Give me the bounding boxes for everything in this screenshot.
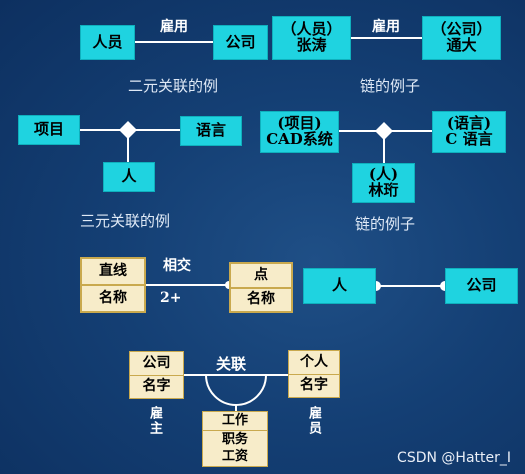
class-line[interactable]: 直线 名称	[80, 257, 146, 313]
link-human-name: 林珩	[368, 181, 399, 199]
link-company-name: 通大	[446, 36, 477, 54]
class-line-name: 直线	[99, 263, 127, 280]
link-class-attr-salary: 工资	[221, 449, 248, 465]
ternary-caption: 三元关联的例	[80, 212, 171, 230]
class-line-divider	[82, 284, 144, 286]
class-language[interactable]: 语言	[180, 116, 242, 146]
class-individual-divider	[289, 373, 339, 375]
class-point-divider	[231, 286, 291, 289]
class-project[interactable]: 项目	[18, 115, 80, 145]
link-person-instance[interactable]: （人员） 张涛	[272, 16, 351, 60]
ternary-link-caption: 链的例子	[355, 215, 416, 233]
link-person-name: 张涛	[296, 36, 327, 54]
assoc-class-arc	[205, 374, 267, 406]
watermark: CSDN @Hatter_I	[397, 450, 511, 466]
class-qualified-company-label: 公司	[466, 276, 497, 295]
class-point-attr: 名称	[247, 291, 275, 308]
class-individual-attr: 名字	[300, 377, 328, 394]
multiplicity-label: 2+	[160, 290, 182, 306]
class-employer-attr: 名字	[142, 378, 171, 395]
class-individual-name: 个人	[300, 353, 328, 370]
binary-caption: 二元关联的例	[128, 77, 219, 95]
class-qualified-person-label: 人	[331, 276, 347, 295]
link-language-instance[interactable]: (语言) C 语言	[432, 111, 506, 153]
role-employer: 雇主	[147, 406, 162, 436]
link-attribute-class[interactable]: 工作 职务 工资	[202, 411, 268, 467]
binary-link-caption: 链的例子	[360, 77, 421, 95]
class-employer[interactable]: 公司 名字	[129, 351, 184, 399]
class-language-label: 语言	[195, 121, 226, 140]
class-point[interactable]: 点 名称	[229, 262, 293, 313]
ternary-link-diamond	[375, 122, 393, 140]
link-class-name: 工作	[221, 413, 248, 429]
link-human-instance[interactable]: (人) 林珩	[352, 163, 415, 203]
class-employer-name: 公司	[142, 354, 171, 371]
link-language-type: (语言)	[446, 114, 492, 133]
class-qualified-person[interactable]: 人	[303, 268, 376, 304]
link-company-instance[interactable]: （公司） 通大	[422, 16, 501, 60]
class-point-name: 点	[254, 266, 268, 283]
class-individual[interactable]: 个人 名字	[288, 350, 340, 398]
role-employee: 雇员	[306, 406, 321, 436]
link-class-attr-title: 职务	[221, 431, 248, 447]
link-person-type: （人员）	[281, 20, 342, 39]
link-project-instance[interactable]: (项目) CAD系统	[260, 111, 339, 153]
class-qualified-company[interactable]: 公司	[445, 268, 518, 304]
class-employer-divider	[130, 374, 183, 376]
class-company[interactable]: 公司	[213, 25, 268, 60]
intersection-assoc-label: 相交	[163, 258, 191, 274]
link-human-type: (人)	[368, 165, 399, 184]
class-human-label: 人	[121, 167, 137, 186]
assoc-class-label: 关联	[216, 355, 247, 373]
link-class-divider	[203, 429, 267, 431]
class-project-label: 项目	[33, 120, 64, 139]
link-project-type: (项目)	[277, 114, 322, 133]
class-person-label: 人员	[92, 32, 123, 51]
class-human[interactable]: 人	[103, 162, 155, 192]
class-line-attr: 名称	[99, 290, 127, 307]
link-company-type: （公司）	[431, 20, 492, 39]
class-person[interactable]: 人员	[80, 25, 135, 60]
link-project-name: CAD系统	[266, 130, 333, 148]
binary-assoc-label: 雇用	[160, 19, 188, 35]
ternary-diamond	[119, 121, 137, 139]
link-language-name: C 语言	[445, 130, 493, 148]
binary-link-label: 雇用	[372, 19, 400, 35]
class-company-label: 公司	[225, 32, 256, 51]
